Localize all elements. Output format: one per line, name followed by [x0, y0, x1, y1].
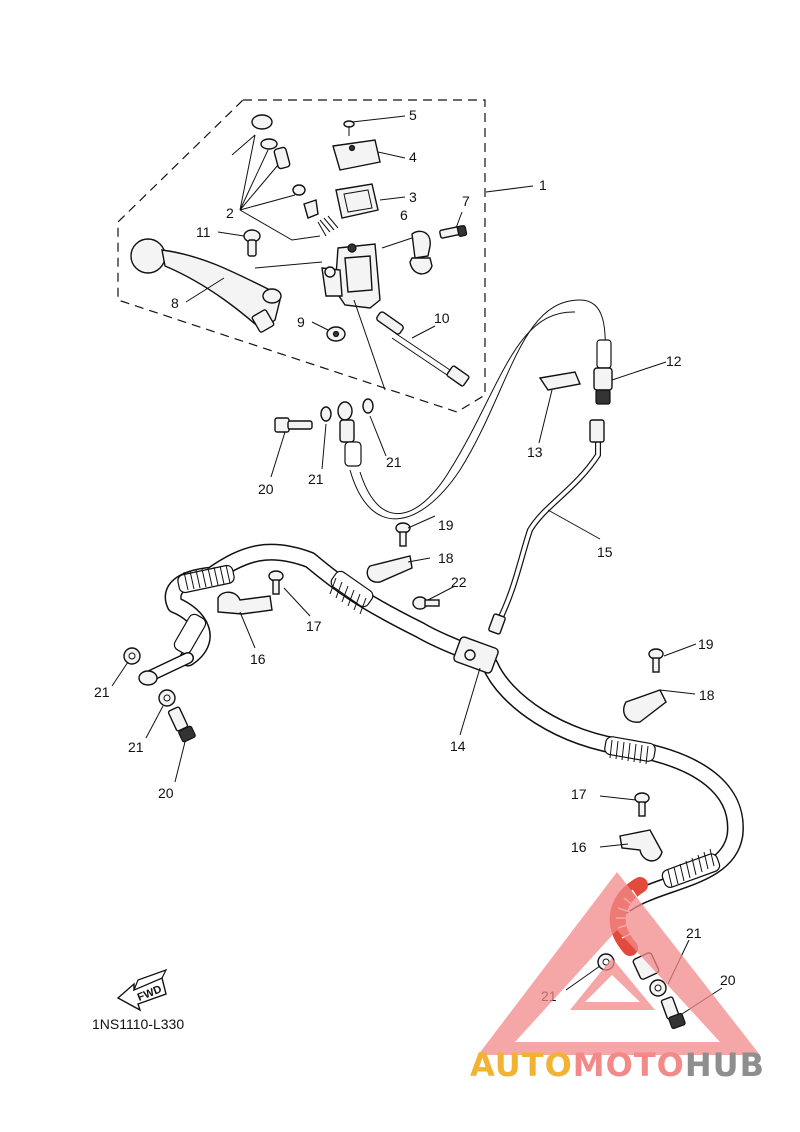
callout-6: 6 — [400, 207, 408, 223]
piston-kit — [251, 114, 339, 237]
callout-21-left-a: 21 — [94, 684, 110, 700]
callout-12: 12 — [666, 353, 682, 369]
hose-protector-coils — [173, 564, 721, 888]
coil-hatching — [183, 564, 715, 888]
callout-16-left: 16 — [250, 651, 266, 667]
callout-17-left: 17 — [306, 618, 322, 634]
union-bolt-top — [274, 417, 313, 433]
watermark-part-moto: MOTO — [572, 1046, 685, 1084]
callout-13: 13 — [527, 444, 543, 460]
diagram-code: 1NS1110-L330 — [92, 1016, 185, 1032]
watermark-part-hub: HUB — [684, 1046, 766, 1084]
cap-screw — [343, 120, 355, 136]
callout-19-upper: 19 — [438, 517, 454, 533]
bolt-19-right — [648, 648, 664, 673]
bolt-19-upper — [395, 522, 411, 547]
callout-9: 9 — [297, 314, 305, 330]
callout-18-right: 18 — [699, 687, 715, 703]
bolt-17-right — [634, 792, 650, 817]
hose-joint — [453, 636, 499, 674]
callout-20-left: 20 — [158, 785, 174, 801]
assembly-boundary — [117, 99, 486, 413]
washer-21-left-a — [123, 647, 141, 665]
callout-2: 2 — [226, 205, 234, 221]
callout-7: 7 — [462, 193, 470, 209]
callout-22: 22 — [451, 574, 467, 590]
washer-21-left-b — [158, 689, 176, 707]
callout-21-left-b: 21 — [128, 739, 144, 755]
callout-10: 10 — [434, 310, 450, 326]
clamp-16-right — [619, 829, 663, 862]
watermark-logo: AUTOMOTOHUB — [470, 1046, 765, 1084]
callout-21-right-a: 21 — [686, 925, 702, 941]
callout-11: 11 — [196, 224, 211, 240]
washer-21-right-b — [649, 979, 667, 997]
master-cylinder-body — [321, 243, 381, 309]
callout-4: 4 — [409, 149, 417, 165]
upper-brake-hose — [349, 299, 606, 520]
union-bolt-20-right — [660, 996, 686, 1030]
watermark-triangle-icon — [478, 872, 760, 1055]
callout-20-right: 20 — [720, 972, 736, 988]
bolt-17-left — [268, 570, 284, 595]
banjo-fitting-top — [337, 401, 362, 467]
brake-lever — [130, 238, 282, 333]
pivot-bolt — [243, 229, 261, 257]
pivot-nut — [326, 326, 346, 342]
brake-light-switch — [376, 311, 470, 387]
diaphragm — [335, 183, 379, 219]
watermark-part-auto: AUTO — [470, 1046, 573, 1084]
union-bolt-20-left — [167, 706, 196, 743]
hose-clip-13 — [538, 371, 581, 391]
callout-5: 5 — [409, 107, 417, 123]
callout-20-top: 20 — [258, 481, 274, 497]
holder-bracket — [409, 230, 433, 275]
callout-15: 15 — [597, 544, 613, 560]
callout-18-upper: 18 — [438, 550, 454, 566]
callout-19-right: 19 — [698, 636, 714, 652]
reservoir-cap — [332, 139, 381, 171]
bolt-22 — [412, 596, 440, 610]
callout-21-top-a: 21 — [308, 471, 324, 487]
guide-18-upper — [366, 555, 413, 583]
callout-14: 14 — [450, 738, 466, 754]
callout-17-right: 17 — [571, 786, 587, 802]
metal-brake-pipe — [488, 419, 605, 635]
clamp-16-left — [217, 591, 273, 615]
guide-18-right — [622, 689, 667, 723]
copper-washers-top — [320, 398, 374, 422]
callout-1: 1 — [539, 177, 547, 193]
hose-fitting-12 — [593, 339, 613, 405]
callout-3: 3 — [409, 189, 417, 205]
callout-8: 8 — [171, 295, 179, 311]
fwd-arrow-icon: FWD — [116, 968, 168, 1012]
callout-16-right: 16 — [571, 839, 587, 855]
holder-bolt — [439, 225, 468, 239]
hose-end-left — [138, 652, 194, 686]
callout-21-top-b: 21 — [386, 454, 402, 470]
